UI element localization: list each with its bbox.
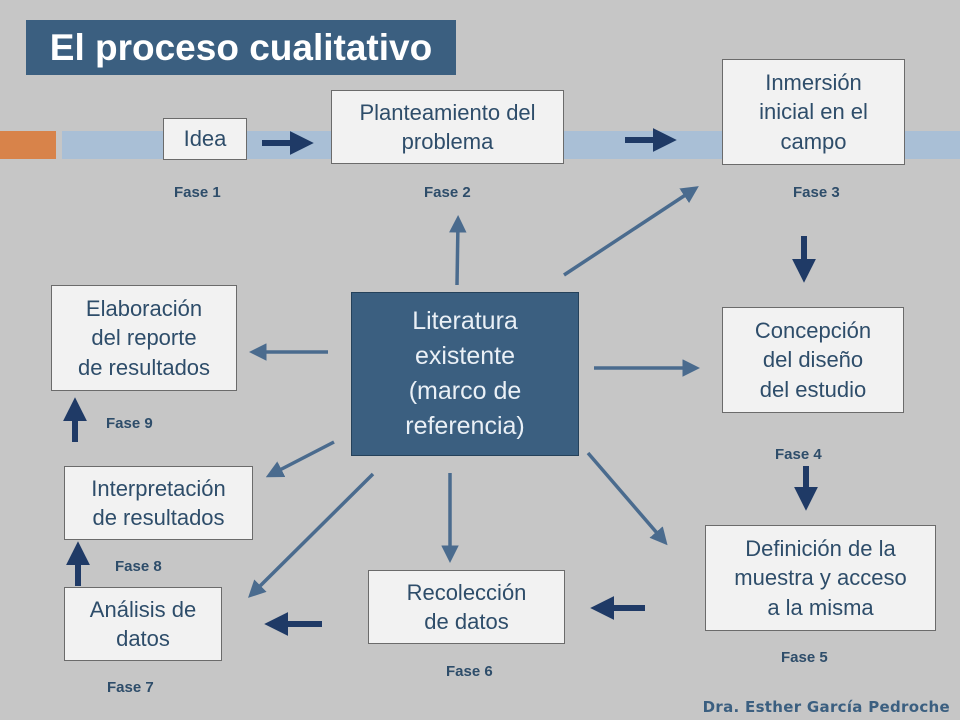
phase-label-9: Fase 9 xyxy=(106,415,153,432)
arrow-center-to-interpretacion xyxy=(265,440,335,478)
box-inmersion: Inmersión inicial en el campo xyxy=(722,59,905,165)
phase-label-3: Fase 3 xyxy=(793,184,840,201)
phase-label-8: Fase 8 xyxy=(115,558,162,575)
slide-title: El proceso cualitativo xyxy=(26,20,456,75)
phase-label-7: Fase 7 xyxy=(107,679,154,696)
arrow-center-to-analisis xyxy=(248,472,375,598)
phase-label-5: Fase 5 xyxy=(781,649,828,666)
box-concepcion: Concepción del diseño del estudio xyxy=(722,307,904,413)
box-idea: Idea xyxy=(163,118,247,160)
accent-bar-orange xyxy=(0,131,56,159)
box-recoleccion: Recolección de datos xyxy=(368,570,565,644)
box-definicion: Definición de la muestra y acceso a la m… xyxy=(705,525,936,631)
box-elaboracion: Elaboración del reporte de resultados xyxy=(51,285,237,391)
arrow-center-to-inmersion xyxy=(563,186,699,277)
box-interpretacion: Interpretación de resultados xyxy=(64,466,253,540)
phase-label-1: Fase 1 xyxy=(174,184,221,201)
box-analisis: Análisis de datos xyxy=(64,587,222,661)
phase-label-6: Fase 6 xyxy=(446,663,493,680)
box-literatura-existente: Literatura existente (marco de referenci… xyxy=(351,292,579,456)
author-credit: Dra. Esther García Pedroche xyxy=(702,698,950,716)
phase-label-4: Fase 4 xyxy=(775,446,822,463)
arrow-center-to-definicion xyxy=(586,451,668,546)
arrow-center-to-planteamiento xyxy=(449,215,467,286)
box-planteamiento: Planteamiento del problema xyxy=(331,90,564,164)
phase-label-2: Fase 2 xyxy=(424,184,471,201)
